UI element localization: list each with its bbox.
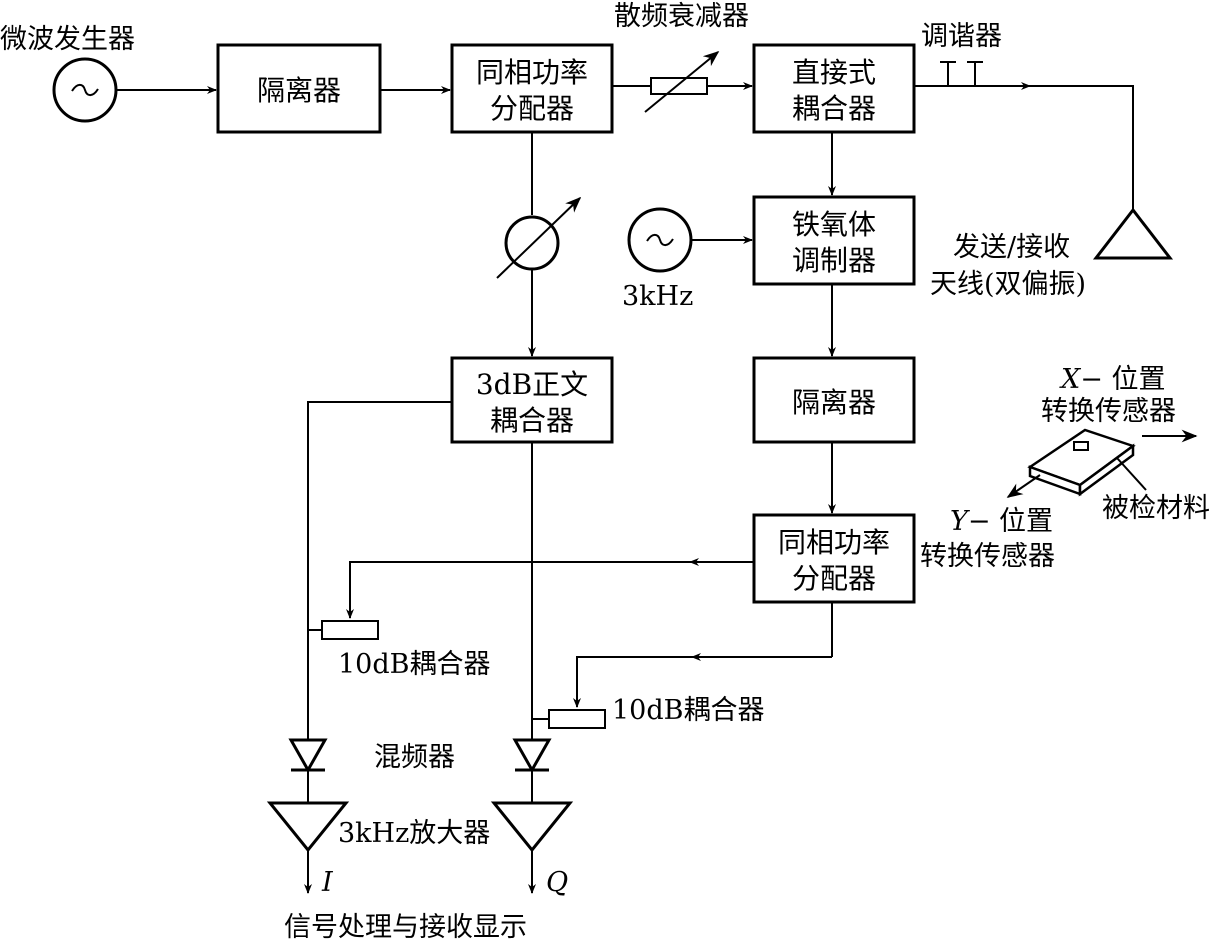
quad-coupler-label-line2: 耦合器 <box>490 404 574 437</box>
x-sensor-label-line1: X− 位置 <box>1059 364 1165 395</box>
microwave-generator-label: 微波发生器 <box>0 24 135 55</box>
output-q-label: Q <box>546 867 568 898</box>
quadrature-coupler: 3dB正文 耦合器 <box>450 356 614 444</box>
y-sensor-label-line1: Y− 位置 <box>950 506 1053 537</box>
attenuator-body <box>650 77 708 95</box>
amplifier-label: 3kHz放大器 <box>338 818 490 849</box>
isolator-2: 隔离器 <box>752 356 916 444</box>
x-sensor-suffix: − 位置 <box>1080 364 1165 395</box>
amplifier-q <box>490 801 574 853</box>
wire-splitter2-to-right-coupler <box>573 656 692 708</box>
coupler-10db-right-label: 10dB耦合器 <box>612 695 764 726</box>
isolator-1: 隔离器 <box>216 43 382 134</box>
ferrite-label-line2: 调制器 <box>792 244 876 277</box>
coupler-10db-left-label: 10dB耦合器 <box>338 649 490 680</box>
antenna-label-line2: 天线(双偏振) <box>930 269 1086 300</box>
y-direction-arrow <box>1006 474 1041 498</box>
y-sensor-axis: Y <box>950 506 970 537</box>
mixer-q <box>512 738 552 774</box>
sine-wave-icon <box>71 83 99 97</box>
y-position-sensor: Y− 位置 转换传感器 <box>920 506 1055 572</box>
quad-coupler-label-line1: 3dB正文 <box>476 368 588 401</box>
ferrite-modulator: 铁氧体 调制器 <box>752 195 916 286</box>
in-phase-splitter-2: 同相功率 分配器 <box>752 513 916 604</box>
antenna-icon <box>1092 207 1174 260</box>
tuner: 调谐器 <box>921 21 1002 86</box>
y-sensor-label-line2: 转换传感器 <box>920 541 1055 572</box>
amplifier-icon-i <box>266 801 350 853</box>
x-position-sensor: X− 位置 转换传感器 <box>1041 364 1176 427</box>
amplifier-i <box>266 801 350 853</box>
coupler-10db-right: 10dB耦合器 <box>532 695 764 729</box>
diode-icon-q <box>512 738 552 774</box>
tuner-label: 调谐器 <box>921 21 1002 52</box>
variable-arrow-icon <box>644 50 720 113</box>
quad-coupler-box <box>450 356 614 444</box>
y-sensor-suffix: − 位置 <box>968 506 1053 537</box>
splitter-2-label-line2: 分配器 <box>792 562 876 595</box>
antenna-label-line1: 发送/接收 <box>953 232 1070 263</box>
antenna: 发送/接收 天线(双偏振) <box>930 207 1174 300</box>
ferrite-modulator-box <box>752 195 916 286</box>
amplifier-icon-q <box>490 801 574 853</box>
direct-coupler: 直接式 耦合器 <box>752 43 916 134</box>
wire-splitter2-to-left-coupler <box>346 561 690 619</box>
material-side-face <box>1078 443 1135 497</box>
wire-antenna-feed <box>1030 85 1134 210</box>
attenuator: 散频衰减器 <box>614 1 749 113</box>
phase-shifter <box>496 196 582 279</box>
splitter-2-label-line1: 同相功率 <box>778 526 890 559</box>
in-phase-splitter-1: 同相功率 分配器 <box>450 43 614 134</box>
coupler-left-body <box>321 620 379 640</box>
material-leader-line <box>1116 457 1147 491</box>
mixer-label: 混频器 <box>374 742 455 773</box>
material-under-test: 被检材料 <box>1027 428 1210 524</box>
isolator-2-label: 隔离器 <box>792 386 876 419</box>
splitter-1-box <box>450 43 614 134</box>
splitter-2-box <box>752 513 916 604</box>
probe-icon <box>1073 441 1089 451</box>
oscillator-3khz-label: 3kHz <box>622 281 693 312</box>
isolator-2-box <box>752 356 916 444</box>
splitter-1-label-line2: 分配器 <box>490 92 574 125</box>
ferrite-label-line1: 铁氧体 <box>792 208 876 241</box>
wire-quad-to-i-mixer <box>307 401 452 740</box>
coupler-right-body <box>548 709 606 729</box>
mixer-i <box>288 738 328 774</box>
direct-coupler-label-line1: 直接式 <box>792 56 876 89</box>
microwave-generator: 微波发生器 <box>0 24 135 123</box>
x-sensor-axis: X <box>1059 364 1082 395</box>
signal-processing-label: 信号处理与接收显示 <box>284 912 527 943</box>
direct-coupler-box <box>752 43 916 134</box>
attenuator-label: 散频衰减器 <box>614 1 749 32</box>
x-sensor-label-line2: 转换传感器 <box>1041 396 1176 427</box>
diode-icon-i <box>288 738 328 774</box>
isolator-1-box <box>216 43 382 134</box>
material-label: 被检材料 <box>1102 493 1210 524</box>
direct-coupler-label-line2: 耦合器 <box>792 92 876 125</box>
sine-wave-icon-2 <box>646 233 674 247</box>
coupler-10db-left: 10dB耦合器 <box>308 620 490 680</box>
phase-shifter-arrow-icon <box>496 196 582 279</box>
output-i-label: I <box>321 867 334 898</box>
oscillator-3khz: 3kHz <box>622 207 693 312</box>
isolator-1-label: 隔离器 <box>257 74 341 107</box>
splitter-1-label-line1: 同相功率 <box>476 56 588 89</box>
